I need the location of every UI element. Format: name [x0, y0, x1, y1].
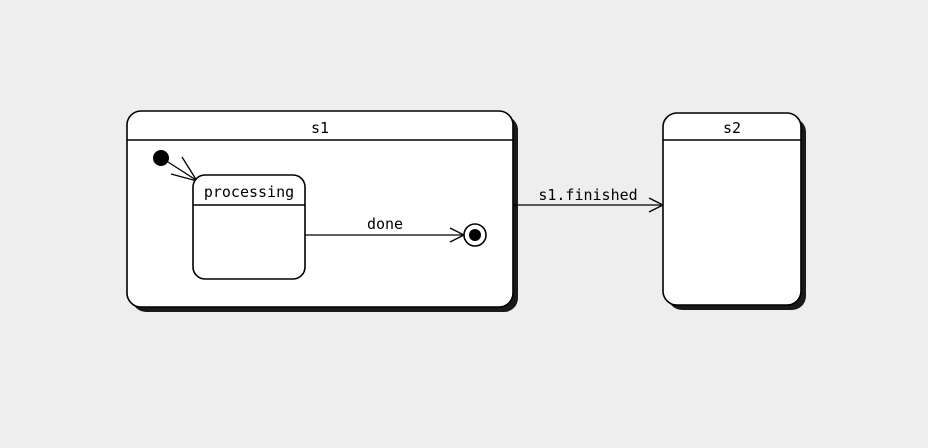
transition-done[interactable]: done: [305, 215, 466, 243]
state-s1-label: s1: [311, 119, 329, 137]
final-state-inner-dot: [469, 229, 481, 241]
transition-s1-finished[interactable]: s1.finished: [514, 186, 665, 213]
state-processing-box[interactable]: [192, 174, 306, 280]
transition-s1-finished-label: s1.finished: [538, 186, 637, 204]
initial-pseudostate-icon[interactable]: [153, 150, 169, 166]
final-state-icon[interactable]: [463, 223, 487, 247]
state-s1[interactable]: s1: [126, 110, 518, 312]
state-processing[interactable]: processing: [192, 174, 306, 280]
state-processing-label: processing: [204, 183, 294, 201]
state-s2-label: s2: [723, 119, 741, 137]
state-s2-box[interactable]: [662, 112, 802, 306]
transition-initial-to-processing-line: [167, 161, 197, 181]
state-s2[interactable]: s2: [662, 112, 806, 310]
transition-done-label: done: [367, 215, 403, 233]
